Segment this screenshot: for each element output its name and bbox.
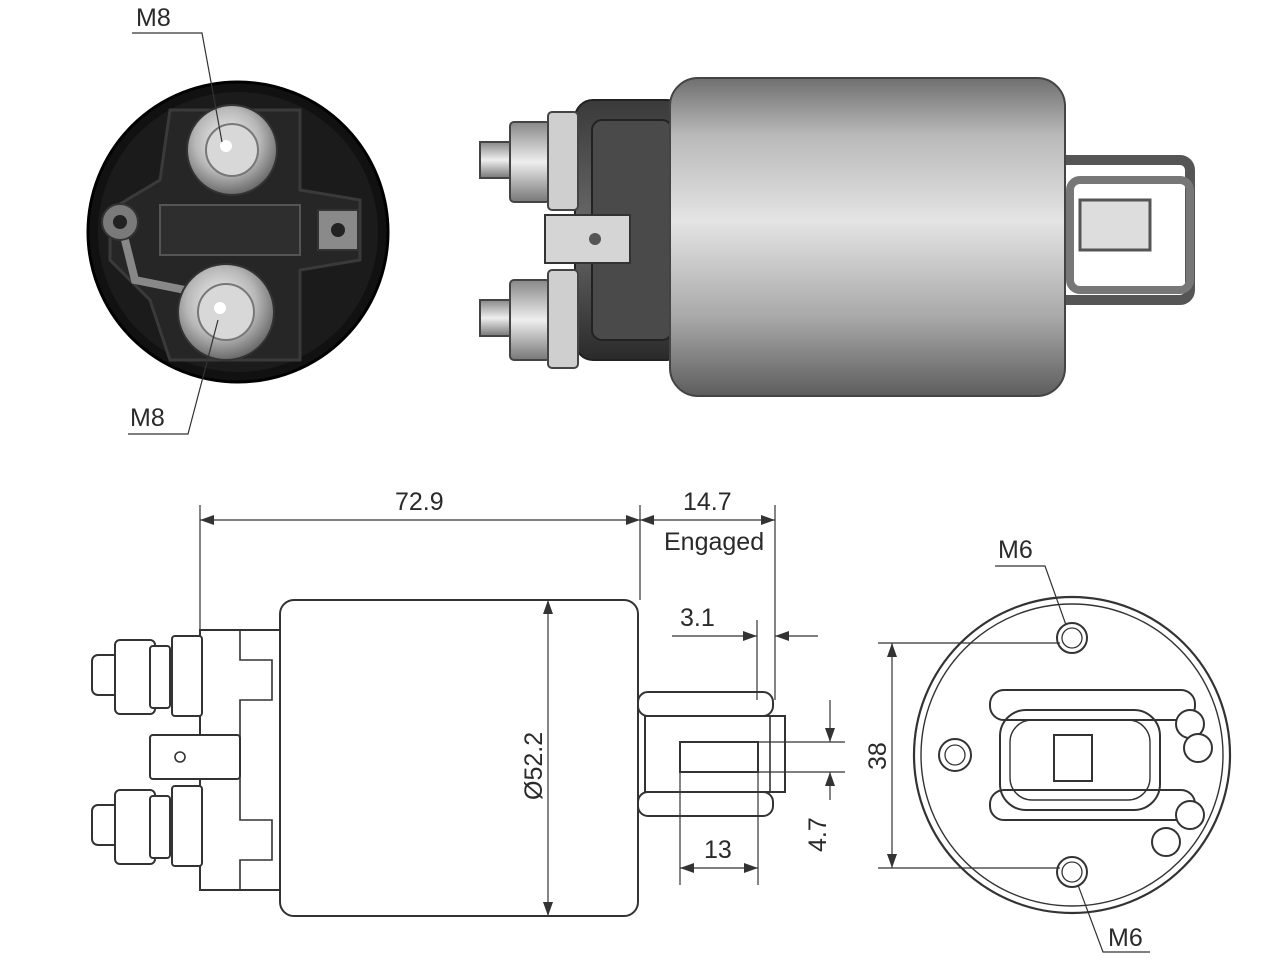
dim-stroke-value: 14.7 xyxy=(683,488,732,516)
dim-stroke-note: Engaged xyxy=(664,528,764,556)
label-m6-bottom: M6 xyxy=(1108,924,1143,952)
leader-m8-bottom: M8 xyxy=(128,319,219,435)
terminal-end-view-photo xyxy=(86,80,390,384)
dimension-diameter: Ø52.2 xyxy=(520,600,553,916)
mounting-hole-top-icon xyxy=(1056,622,1088,654)
drawing-stud-bottom xyxy=(91,785,203,867)
leader-m8-top: M8 xyxy=(132,4,223,143)
dim-hole-spacing-value: 38 xyxy=(864,742,892,770)
spade-terminal-icon xyxy=(544,214,631,264)
dimension-length: 72.9 xyxy=(199,488,641,630)
label-m8-top: M8 xyxy=(136,4,171,32)
mounting-hole-bottom-icon xyxy=(1056,856,1088,888)
drawing-stud-top xyxy=(91,635,203,717)
leader-m6-top: M6 xyxy=(995,536,1067,626)
rear-end-view-drawing xyxy=(912,595,1232,915)
dim-length-value: 72.9 xyxy=(395,488,444,516)
dim-gap-value: 3.1 xyxy=(680,604,715,632)
dim-slot-width-value: 4.7 xyxy=(804,817,832,852)
solenoid-side-photo xyxy=(479,77,1195,397)
terminal-bolt-top-icon xyxy=(186,104,278,196)
label-m8-bottom: M8 xyxy=(130,404,165,432)
rear-spring-icon xyxy=(989,689,1213,857)
dimension-slot-width: 4.7 xyxy=(758,700,845,852)
dim-diameter-value: Ø52.2 xyxy=(520,732,548,800)
dimension-hole-spacing: 38 xyxy=(864,642,1060,869)
dimension-plunger-length: 13 xyxy=(679,772,759,885)
dimension-stroke: 14.7 Engaged xyxy=(640,488,776,700)
stud-bottom-icon xyxy=(479,269,579,369)
dimension-gap: 3.1 xyxy=(672,604,818,700)
stud-top-icon xyxy=(479,111,579,211)
leader-m6-bottom: M6 xyxy=(1077,884,1150,953)
terminal-bolt-bottom-icon xyxy=(177,263,275,361)
label-m6-top: M6 xyxy=(998,536,1033,564)
plunger-spring-icon xyxy=(1045,155,1195,305)
dim-plunger-length-value: 13 xyxy=(704,836,732,864)
